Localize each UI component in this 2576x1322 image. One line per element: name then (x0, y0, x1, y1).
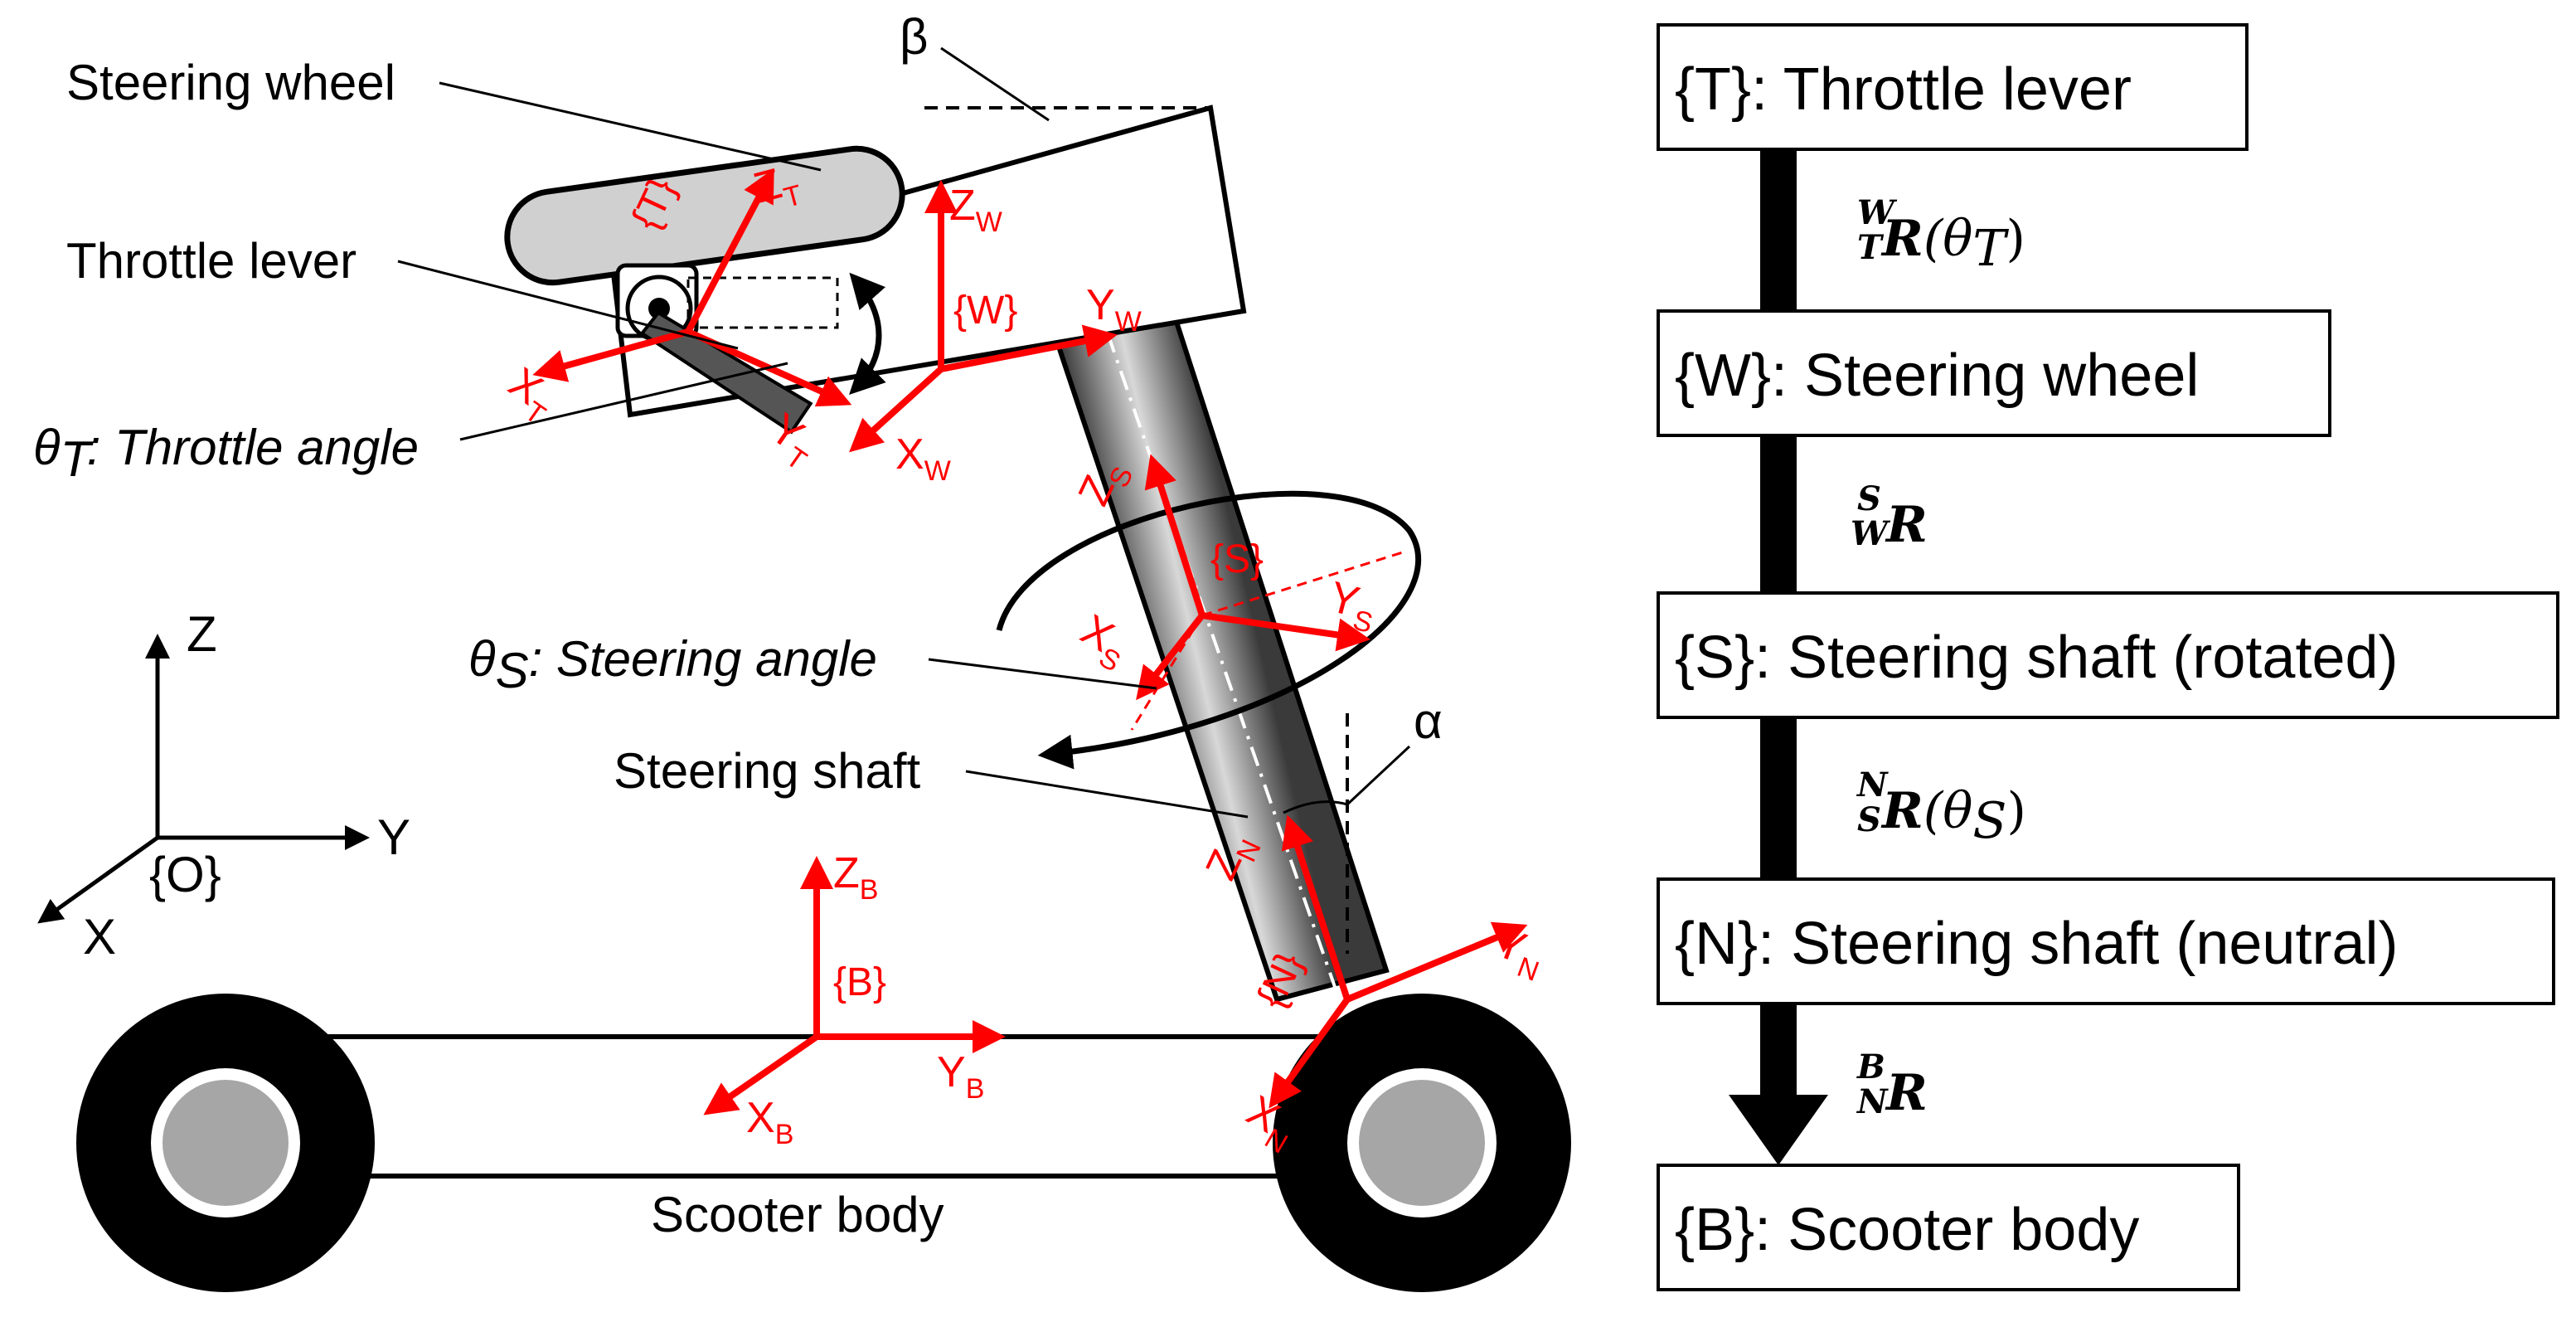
frame-N-y-label: YN (1486, 918, 1551, 988)
steering-rotation-arc (996, 490, 1422, 770)
rot-1-sup: S (1857, 479, 1881, 518)
steering-angle-text: : Steering angle (529, 631, 877, 687)
frame-W-x-letter: X (895, 430, 924, 479)
frame-W-x-label: XW (895, 430, 951, 487)
chain-box-N-text: {N}: Steering shaft (neutral) (1675, 911, 2398, 977)
chain-box-T-text: {T}: Throttle lever (1675, 56, 2132, 123)
global-frame-O (37, 634, 370, 924)
rot-0-symbol: R (1880, 210, 1924, 268)
rot-2-symbol: R (1880, 782, 1924, 840)
chain-box-T: {T}: Throttle lever (1657, 23, 2249, 151)
rot-0-sup: W (1857, 193, 1898, 232)
label-steering-wheel: Steering wheel (66, 55, 395, 110)
frame-S-y-label: YS (1322, 573, 1382, 640)
frame-W-axes (849, 180, 1118, 453)
frame-S-axes (1130, 454, 1406, 731)
frame-B-axes (703, 856, 1006, 1115)
global-origin-label: {O} (149, 847, 221, 902)
rot-2-arg: (θ (1924, 782, 1973, 840)
rot-2-sup: N (1856, 765, 1889, 804)
alpha-reference (1283, 713, 1411, 954)
chain-box-S: {S}: Steering shaft (rotated) (1657, 591, 2559, 719)
steering-angle-subscript: S (496, 643, 529, 698)
frame-B-x-label: XB (746, 1094, 793, 1150)
label-throttle-angle: θT: Throttle angle (33, 420, 419, 487)
frame-S-x-label: XS (1069, 605, 1138, 678)
scooter-body (196, 1034, 1346, 1179)
rot-1-main: R (1885, 496, 1928, 554)
global-x-label: X (83, 909, 116, 965)
throttle-angle-symbol: θ (33, 420, 61, 475)
rot-2-arg-close: ) (2007, 782, 2026, 840)
frame-W-z-letter: Z (949, 182, 976, 230)
steering-head-box (610, 104, 1247, 418)
rotation-W-to-S: S W R (1851, 479, 1928, 554)
frame-B-z-letter: Z (833, 849, 860, 897)
rot-0-sub: T (1857, 228, 1885, 267)
chain-box-N: {N}: Steering shaft (neutral) (1657, 877, 2555, 1005)
rot-3-main: R (1885, 1064, 1928, 1122)
frame-W-label: {W} (953, 289, 1017, 333)
throttle-angle-text: : Throttle angle (87, 420, 419, 475)
frame-B-x-letter: X (746, 1094, 775, 1142)
frame-B-z-label: ZB (833, 849, 878, 906)
label-steering-shaft: Steering shaft (614, 743, 921, 799)
chain-box-B-text: {B}: Scooter body (1675, 1197, 2139, 1263)
frame-W-z-label: ZW (949, 182, 1002, 238)
front-wheel (1273, 994, 1571, 1292)
rotation-S-to-N: N S R(θS) (1856, 765, 2026, 850)
frame-B-y-sub: B (966, 1073, 985, 1105)
frame-B-z-sub: B (860, 874, 879, 906)
frame-N-axes (1269, 814, 1528, 1109)
steering-angle-symbol: θ (468, 631, 496, 687)
rot-2-arg-sub: S (1972, 792, 2006, 850)
frame-B-y-letter: Y (937, 1048, 966, 1096)
rot-1-sub: W (1851, 514, 1891, 553)
frame-W-y-label: YW (1086, 281, 1142, 338)
rotation-N-to-B: B N R (1856, 1047, 1928, 1122)
frame-B-label: {B} (833, 960, 886, 1004)
leader-lines (397, 81, 1249, 819)
rot-2-main: R(θS) (1880, 782, 2026, 850)
rot-3-sup: B (1856, 1047, 1885, 1086)
chain-box-W-text: {W}: Steering wheel (1675, 343, 2199, 409)
frame-W-x-sub: W (924, 455, 951, 487)
rot-0-arg: (θ (1924, 210, 1973, 268)
label-throttle-lever: Throttle lever (66, 233, 357, 289)
chain-box-W: {W}: Steering wheel (1657, 309, 2331, 437)
frame-S-label: {S} (1210, 537, 1264, 581)
rot-2-sub: S (1857, 800, 1881, 839)
beta-reference (924, 46, 1210, 122)
rot-0-arg-close: ) (2006, 210, 2025, 268)
frame-B-x-sub: B (775, 1119, 794, 1150)
rotation-T-to-W: W T R(θT) (1857, 193, 2025, 278)
label-scooter-body: Scooter body (651, 1187, 944, 1242)
rear-wheel (76, 994, 375, 1292)
frame-W-z-sub: W (976, 207, 1002, 238)
chain-box-S-text: {S}: Steering shaft (rotated) (1675, 625, 2399, 691)
frame-W-y-sub: W (1115, 306, 1142, 338)
rot-3-sub: N (1856, 1082, 1889, 1121)
rot-0-main: R(θT) (1880, 210, 2025, 278)
label-alpha: α (1414, 693, 1443, 749)
global-y-label: Y (377, 809, 410, 865)
frame-W-y-letter: Y (1086, 281, 1115, 329)
frame-B-y-label: YB (937, 1048, 984, 1105)
chain-box-B: {B}: Scooter body (1657, 1164, 2240, 1291)
rot-0-arg-sub: T (1972, 220, 2009, 278)
global-z-label: Z (187, 606, 217, 662)
steering-wheel-grip (504, 145, 905, 286)
label-beta: β (900, 9, 929, 65)
label-steering-angle: θS: Steering angle (468, 631, 877, 698)
rot-3-symbol: R (1885, 1064, 1928, 1122)
rot-1-symbol: R (1885, 496, 1928, 554)
